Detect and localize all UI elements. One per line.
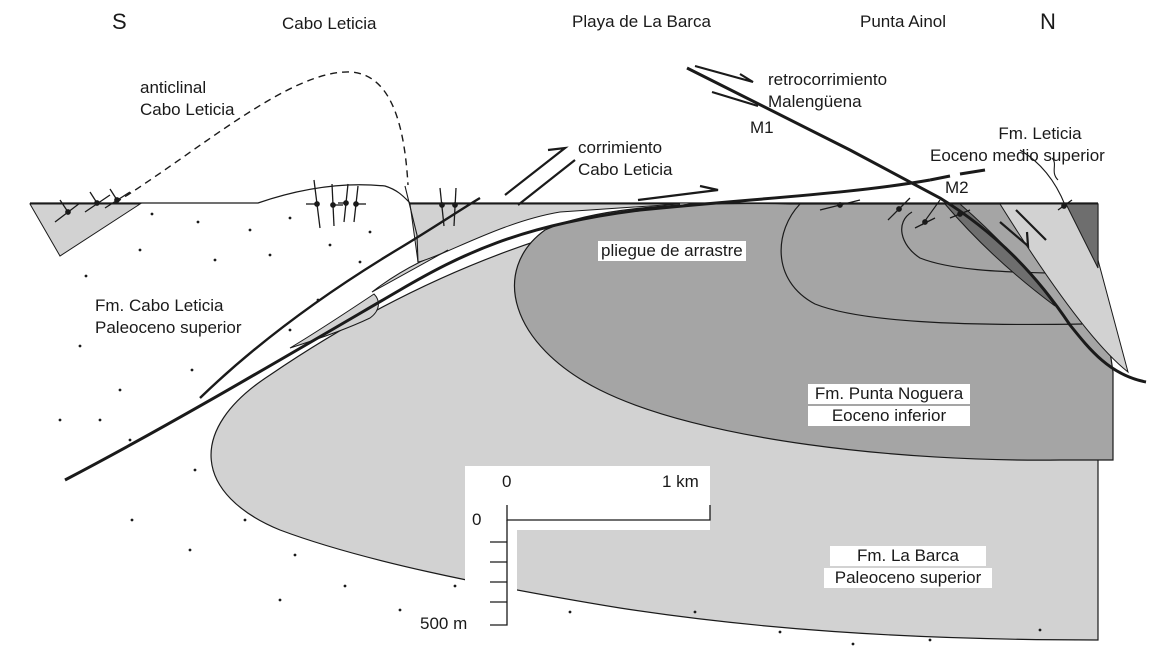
north-label: N [1040, 9, 1056, 34]
scale-v-end: 500 m [420, 614, 468, 633]
anticline-bed-trace [404, 185, 419, 263]
anticline-label-line2: Cabo Leticia [140, 100, 235, 119]
fm-la-barca-name: Fm. La Barca [830, 546, 986, 566]
anticline-label-line1: anticlinal [140, 78, 207, 97]
fm-la-barca-age: Paleoceno superior [824, 568, 992, 588]
backthrust-label-line2: Malengüena [768, 92, 862, 111]
drag-fold-contour-outer [780, 203, 1083, 326]
locality-punta-ainol: Punta Ainol [860, 12, 947, 31]
topographic-surface [30, 184, 1098, 204]
thrust-label-line2: Cabo Leticia [578, 160, 673, 179]
fm-cabo-leticia-age: Paleoceno superior [92, 318, 245, 338]
fm-leticia-age: Eoceno medio superior [930, 146, 1105, 165]
cabo-leticia-dot-pattern [58, 212, 1042, 646]
dip-symbols-anticline [306, 179, 458, 229]
scale-bar [465, 466, 711, 630]
south-label: S [112, 9, 127, 34]
thrust-sliver-upper [371, 249, 449, 293]
locality-cabo-leticia: Cabo Leticia [282, 14, 377, 33]
shear-arrow-backthrust [694, 64, 759, 108]
drag-fold-label: pliegue de arrastre [598, 241, 746, 261]
marker-m1: M1 [750, 118, 774, 137]
m2-leader [921, 199, 941, 226]
fm-leticia-name: Fm. Leticia [998, 124, 1082, 143]
leticia-leader-tick [1051, 157, 1059, 181]
scale-v-zero: 0 [472, 510, 482, 529]
shear-arrow-surface [637, 184, 719, 202]
backthrust-label-line1: retrocorrimiento [768, 70, 888, 89]
leticia-leader [1019, 149, 1066, 206]
thrust-label-line1: corrimiento [578, 138, 663, 157]
backthrust-fault-malenguena [686, 66, 1147, 384]
thrust-sliver-lower [289, 293, 379, 349]
anticline-eroded-trace [114, 71, 409, 204]
thrust-projection-dashed [929, 168, 986, 182]
scale-h-end: 1 km [662, 472, 699, 491]
scale-h-zero: 0 [502, 472, 512, 491]
south-wedge-unit [29, 203, 142, 257]
marker-m2: M2 [945, 178, 969, 197]
leticia-unit-north [1065, 203, 1099, 269]
locality-playa-la-barca: Playa de La Barca [572, 12, 711, 31]
fm-punta-noguera-name: Fm. Punta Noguera [808, 384, 970, 404]
drag-fold-contour-inner [901, 211, 1049, 274]
dip-symbols-south [54, 188, 131, 223]
shear-arrow-north [999, 209, 1047, 249]
fm-punta-noguera-age: Eoceno inferior [808, 406, 970, 426]
thrust-fault-splay [199, 196, 481, 399]
fm-cabo-leticia-name: Fm. Cabo Leticia [92, 296, 227, 316]
shear-arrow-thrust [504, 146, 576, 206]
thrust-fault-cabo-leticia [64, 178, 931, 482]
